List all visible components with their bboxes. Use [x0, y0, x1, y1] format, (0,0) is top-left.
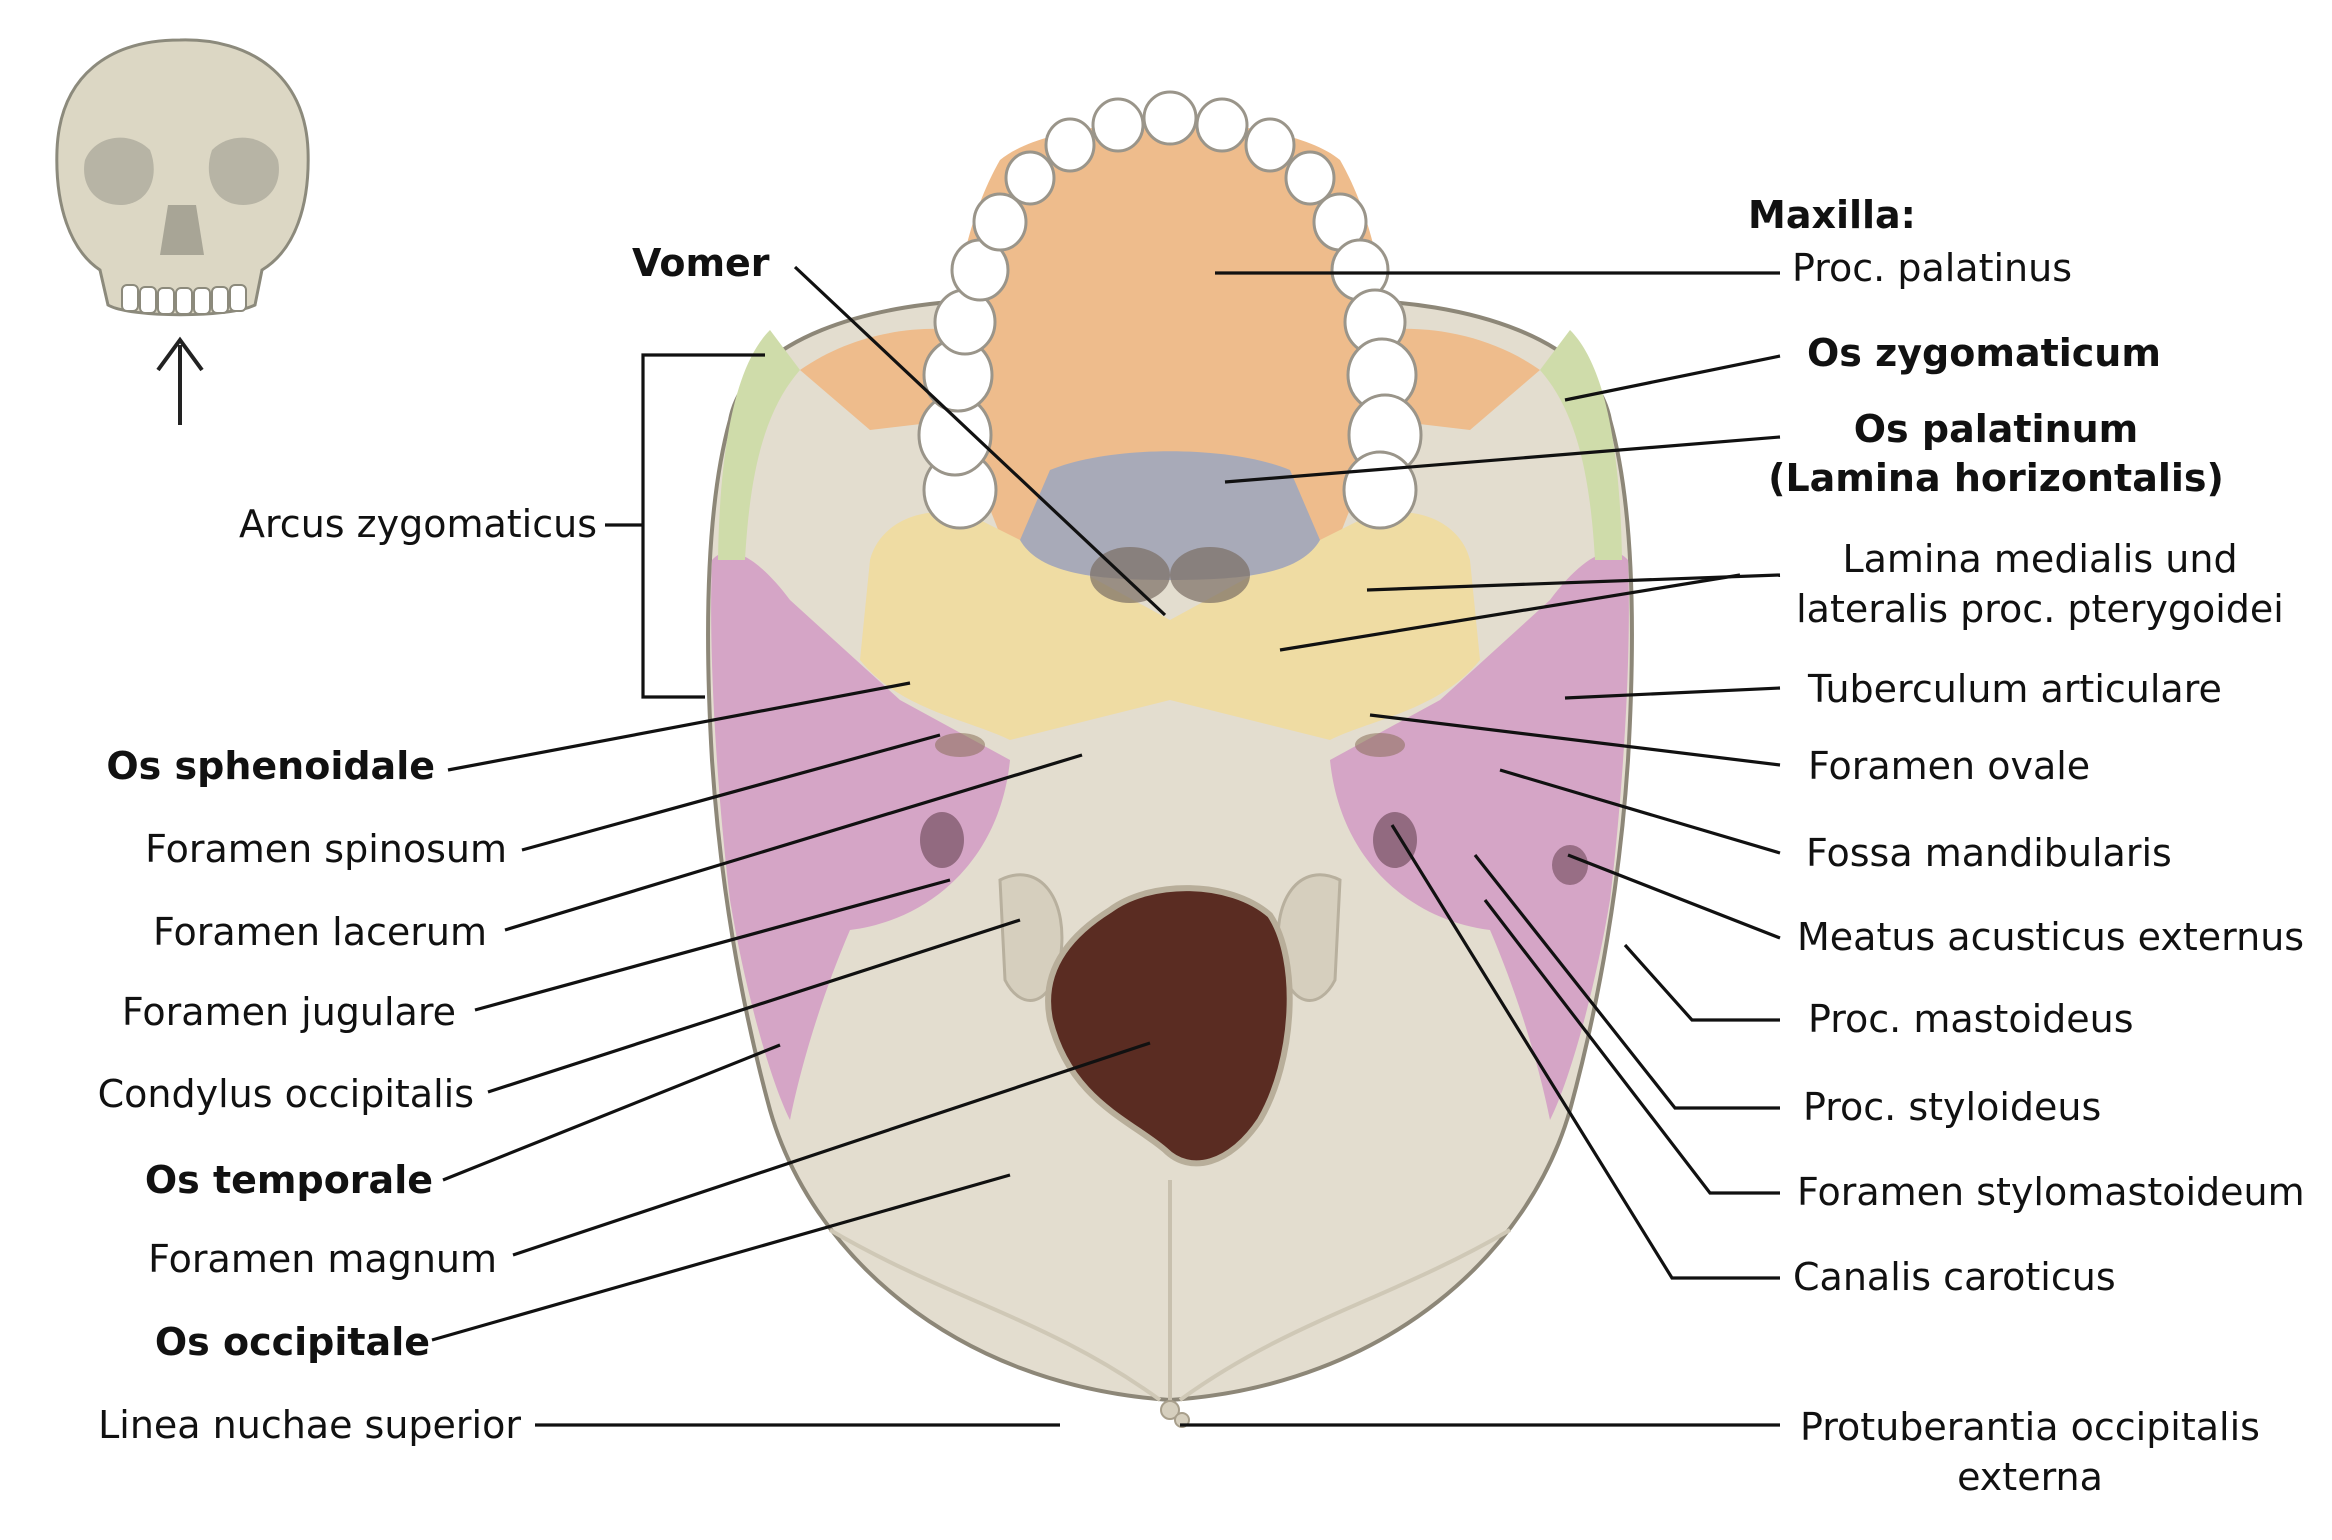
label-lamina-medialis: Lamina medialis und [1842, 537, 2237, 581]
label-protuberantia: Protuberantia occipitalis [1800, 1405, 2260, 1449]
label-foramen-ovale: Foramen ovale [1808, 744, 2090, 788]
os-zygomaticum-right [1540, 330, 1622, 560]
label-foramen-stylomastoideum: Foramen stylomastoideum [1797, 1170, 2305, 1214]
os-zygomaticum-left [718, 330, 800, 560]
label-foramen-lacerum: Foramen lacerum [153, 910, 487, 954]
label-os-temporale: Os temporale [145, 1158, 433, 1202]
label-os-zygomaticum: Os zygomaticum [1807, 331, 2161, 375]
labels-left: Vomer Arcus zygomaticus Os sphenoidale F… [98, 241, 770, 1447]
os-sphenoidale-region [860, 512, 1480, 740]
label-proc-styloideus: Proc. styloideus [1803, 1085, 2101, 1129]
label-condylus-occipitalis: Condylus occipitalis [98, 1072, 474, 1116]
label-lamina-horizontalis: (Lamina horizontalis) [1768, 456, 2224, 500]
label-os-sphenoidale: Os sphenoidale [106, 744, 435, 788]
label-vomer: Vomer [632, 241, 770, 285]
label-canalis-caroticus: Canalis caroticus [1793, 1255, 2116, 1299]
label-os-palatinum: Os palatinum [1854, 407, 2139, 451]
leader-lines [431, 265, 1781, 1427]
label-proc-palatinus: Proc. palatinus [1792, 246, 2072, 290]
label-linea-nuchae: Linea nuchae superior [98, 1403, 521, 1447]
os-palatinum-region [1020, 451, 1320, 580]
label-foramen-spinosum: Foramen spinosum [145, 827, 507, 871]
label-foramen-jugulare: Foramen jugulare [122, 990, 456, 1034]
maxilla-region [952, 122, 1388, 560]
label-maxilla: Maxilla: [1748, 193, 1916, 237]
foramen-magnum-opening [1045, 885, 1293, 1167]
skull-base [706, 90, 1634, 1428]
os-temporale-left [711, 552, 1010, 1120]
label-tuberculum-articulare: Tuberculum articulare [1807, 667, 2222, 711]
arrow-up-icon [156, 336, 204, 425]
os-temporale-right [1330, 552, 1629, 1120]
label-os-occipitale: Os occipitale [155, 1320, 430, 1364]
label-meatus-acusticus: Meatus acusticus externus [1797, 915, 2304, 959]
label-arcus-zygomaticus: Arcus zygomaticus [239, 502, 597, 546]
teeth [917, 90, 1423, 530]
labels-right: Maxilla: Proc. palatinus Os zygomaticum … [1748, 193, 2305, 1499]
label-proc-mastoideus: Proc. mastoideus [1808, 997, 2134, 1041]
label-foramen-magnum: Foramen magnum [148, 1237, 497, 1281]
label-lamina-lateralis: lateralis proc. pterygoidei [1796, 587, 2284, 631]
skull-front-view-icon [55, 38, 310, 317]
label-externa: externa [1957, 1455, 2103, 1499]
label-fossa-mandibularis: Fossa mandibularis [1806, 831, 2172, 875]
